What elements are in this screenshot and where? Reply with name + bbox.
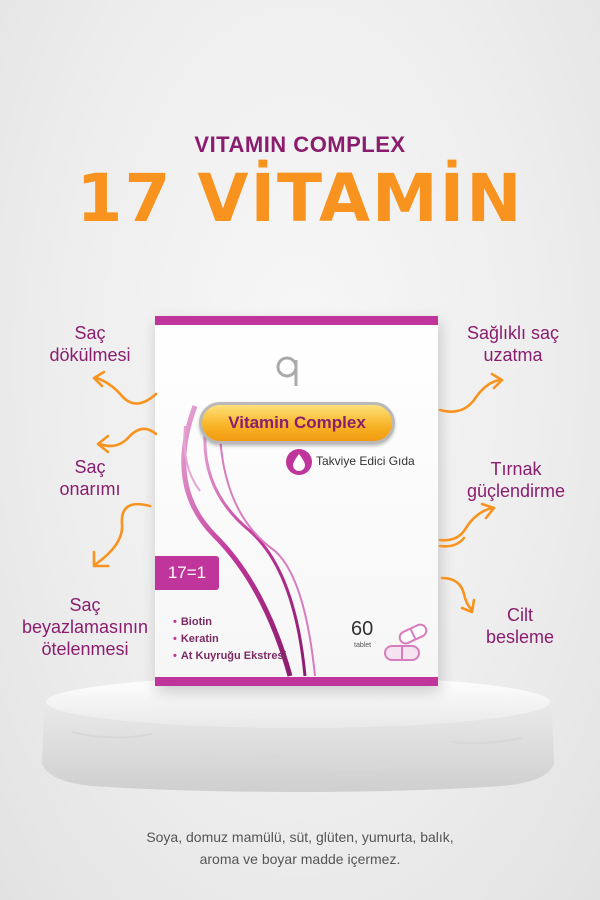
benefit-line: Tırnak xyxy=(490,459,542,479)
subtitle: VITAMIN COMPLEX xyxy=(194,132,406,157)
capsule-icon xyxy=(384,623,428,661)
box-bottom-band xyxy=(155,677,438,686)
benefit-line: Saç xyxy=(74,323,106,343)
ingredient-item: Biotin xyxy=(173,614,287,631)
benefit-line: dökülmesi xyxy=(49,345,131,365)
arrow-icon xyxy=(92,502,152,568)
benefit-line: ötelenmesi xyxy=(41,639,129,659)
disclaimer-line: aroma ve boyar madde içermez. xyxy=(199,851,401,867)
tablet-count-unit: tablet xyxy=(354,642,372,649)
arrow-icon xyxy=(438,372,504,413)
benefit-line: Cilt xyxy=(507,605,533,625)
arrow-icon xyxy=(438,502,496,548)
arrow-icon xyxy=(92,370,158,405)
drop-icon xyxy=(286,449,312,475)
arrow-icon xyxy=(440,576,476,614)
ingredient-item: Keratin xyxy=(173,631,287,648)
benefit-hair-repair: Saç onarımı xyxy=(30,456,150,500)
box-top-band xyxy=(155,316,438,325)
benefit-line: onarımı xyxy=(59,479,121,499)
benefit-line: güçlendirme xyxy=(466,481,566,501)
benefit-hair-loss: Saç dökülmesi xyxy=(30,322,150,366)
benefit-line: besleme xyxy=(485,627,555,647)
benefit-line: Sağlıklı saç xyxy=(466,323,560,343)
disclaimer-line: Soya, domuz mamülü, süt, glüten, yumurta… xyxy=(146,829,454,845)
benefit-skin-nourish: Cilt besleme xyxy=(470,604,570,648)
benefit-line: Saç xyxy=(69,595,101,615)
q-logo-icon xyxy=(276,356,298,386)
stone-pedestal xyxy=(42,676,554,792)
product-box: Vitamin Complex Takviye Edici Gıda 17=1 … xyxy=(155,316,438,686)
headline: 17 VİTAMİN xyxy=(76,160,524,237)
ingredient-list: Biotin Keratin At Kuyruğu Ekstresi xyxy=(173,614,287,665)
tablet-count: 60 xyxy=(351,618,374,640)
benefit-line: beyazlamasının xyxy=(21,617,149,637)
product-name: Vitamin Complex xyxy=(199,402,395,444)
benefit-nail-strength: Tırnak güçlendirme xyxy=(446,458,586,502)
benefit-graying-delay: Saç beyazlamasının ötelenmesi xyxy=(6,594,164,660)
ratio-tag: 17=1 xyxy=(155,556,219,590)
product-category: Takviye Edici Gıda xyxy=(316,454,415,468)
benefit-hair-growth: Sağlıklı saç uzatma xyxy=(448,322,578,366)
benefit-line: uzatma xyxy=(483,345,543,365)
hair-swirl-art xyxy=(181,405,316,677)
arrow-icon xyxy=(96,427,158,454)
benefit-line: Saç xyxy=(74,457,106,477)
disclaimer: Soya, domuz mamülü, süt, glüten, yumurta… xyxy=(0,826,600,870)
ingredient-item: At Kuyruğu Ekstresi xyxy=(173,648,287,665)
